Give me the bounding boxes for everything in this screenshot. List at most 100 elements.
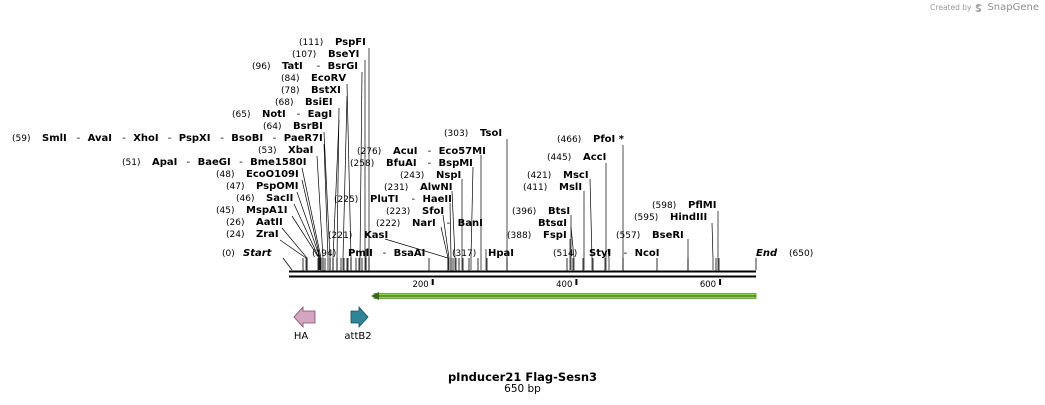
restriction-site-pfoi: PfoI * xyxy=(593,134,625,145)
map-length: 650 bp xyxy=(504,383,541,395)
restriction-site-ecoo109i: EcoO109I xyxy=(246,169,299,180)
site-leader-line xyxy=(589,178,593,270)
site-position: (222) xyxy=(376,219,400,229)
restriction-site-aatii: AatII xyxy=(256,217,283,228)
site-separator: - xyxy=(297,109,301,120)
start-position: (0) xyxy=(222,249,235,259)
site-separator: - xyxy=(428,146,432,157)
site-separator: - xyxy=(428,158,432,169)
site-leader-line xyxy=(607,248,610,270)
site-position: (396) xyxy=(512,207,536,217)
site-leader-line xyxy=(570,226,575,270)
feature-attb2-label: attB2 xyxy=(344,331,371,342)
restriction-site-bme1580i: Bme1580I xyxy=(250,157,306,168)
backbone-top-strand xyxy=(289,270,756,273)
restriction-site-bspmi: BspMI xyxy=(439,158,473,169)
map-title: pInducer21 Flag-Sesn3 xyxy=(447,370,598,384)
credit-prefix: Created by xyxy=(930,3,972,12)
restriction-site-msci: MscI xyxy=(563,170,589,181)
primer-arrowhead xyxy=(371,292,379,300)
site-leader-line xyxy=(346,83,352,270)
site-position: (24) xyxy=(226,230,244,240)
restriction-site-pflmi: PflMI xyxy=(688,200,716,211)
restriction-site-sfoi: SfoI xyxy=(422,206,444,217)
restriction-site-pmli: PmlI xyxy=(348,248,373,259)
restriction-site-ncoi: NcoI xyxy=(635,248,660,259)
site-leader-line xyxy=(440,226,449,270)
ruler-tick-label: 400 xyxy=(556,280,572,290)
site-position: (45) xyxy=(216,206,234,216)
site-leader-line xyxy=(342,95,348,270)
site-leader-line xyxy=(281,227,308,270)
restriction-site-haeii: HaeII xyxy=(423,194,452,205)
site-leader-line xyxy=(711,222,714,270)
site-leader-line xyxy=(332,119,340,270)
ruler-tick-label: 600 xyxy=(700,280,716,290)
site-separator: - xyxy=(239,157,243,168)
site-position: (84) xyxy=(281,74,299,84)
restriction-site-bseri: BseRI xyxy=(652,230,684,241)
site-position: (276) xyxy=(357,147,381,157)
feature-ha-arrow xyxy=(293,305,316,329)
site-position: (48) xyxy=(216,170,234,180)
backbone-bottom-strand xyxy=(289,275,756,278)
site-position: (317) xyxy=(452,249,476,259)
restriction-site-ecorv: EcoRV xyxy=(311,73,346,84)
restriction-site-mspa1i: MspA1I xyxy=(246,205,287,216)
restriction-site-bsobi: BsoBI xyxy=(231,133,263,144)
restriction-site-eagi: EagI xyxy=(308,109,332,120)
site-leader-line xyxy=(323,143,329,270)
restriction-site-bsaai: BsaAI xyxy=(394,248,426,259)
site-separator: - xyxy=(412,194,416,205)
restriction-site-btsi: BtsI xyxy=(548,206,570,217)
restriction-site-bsrgi: BsrGI xyxy=(328,61,358,72)
start-leader xyxy=(282,257,293,271)
site-position: (78) xyxy=(281,86,299,96)
restriction-site-acci: AccI xyxy=(583,152,606,163)
site-position: (258) xyxy=(350,159,374,169)
site-leader-line xyxy=(296,191,321,270)
restriction-site-hpai: HpaI xyxy=(488,248,514,259)
site-position: (557) xyxy=(616,231,640,241)
restriction-site-bani: BanI xyxy=(458,218,483,229)
restriction-site-alwni: AlwNI xyxy=(420,182,453,193)
site-position: (53) xyxy=(258,146,276,156)
site-leader-line xyxy=(291,215,320,270)
restriction-site-noti: NotI xyxy=(262,109,286,120)
restriction-site-sacii: SacII xyxy=(266,193,293,204)
restriction-site-zrai: ZraI xyxy=(256,229,279,240)
ruler-tick xyxy=(575,279,578,285)
restriction-site-styi: StyI xyxy=(589,248,611,259)
site-position: (231) xyxy=(384,183,408,193)
site-separator: - xyxy=(317,61,321,72)
site-position: (51) xyxy=(122,158,140,168)
site-position: (111) xyxy=(299,38,323,48)
site-position: (598) xyxy=(652,201,676,211)
restriction-site-xhoi: XhoI xyxy=(133,133,158,144)
restriction-site-tati: TatI xyxy=(282,61,303,72)
start-label: Start xyxy=(243,248,273,259)
restriction-site-acui: AcuI xyxy=(393,146,418,157)
restriction-site-pspfi: PspFI xyxy=(335,37,366,48)
restriction-site-eco57mi: Eco57MI xyxy=(439,146,486,157)
site-position: (47) xyxy=(226,182,244,192)
site-position: (96) xyxy=(252,62,270,72)
site-separator: - xyxy=(383,248,387,259)
site-position: (421) xyxy=(527,171,551,181)
ruler-tick xyxy=(431,279,434,285)
site-position: (26) xyxy=(226,218,244,228)
restriction-site-paer7i: PaeR7I xyxy=(284,133,323,144)
restriction-site-baegi: BaeGI xyxy=(198,157,231,168)
site-separator: - xyxy=(77,133,81,144)
restriction-site-apai: ApaI xyxy=(152,157,177,168)
end-label: End xyxy=(756,248,778,259)
restriction-site-bseyi: BseYI xyxy=(328,49,359,60)
site-leader-line xyxy=(451,190,456,270)
restriction-site-tsoi: TsoI xyxy=(480,128,502,139)
site-position: (194) xyxy=(312,249,336,259)
restriction-site-hindiii: HindIII xyxy=(670,212,707,223)
restriction-site-fspi: FspI xyxy=(543,230,567,241)
snapgene-logo-icon xyxy=(975,3,983,12)
site-separator: - xyxy=(273,133,277,144)
